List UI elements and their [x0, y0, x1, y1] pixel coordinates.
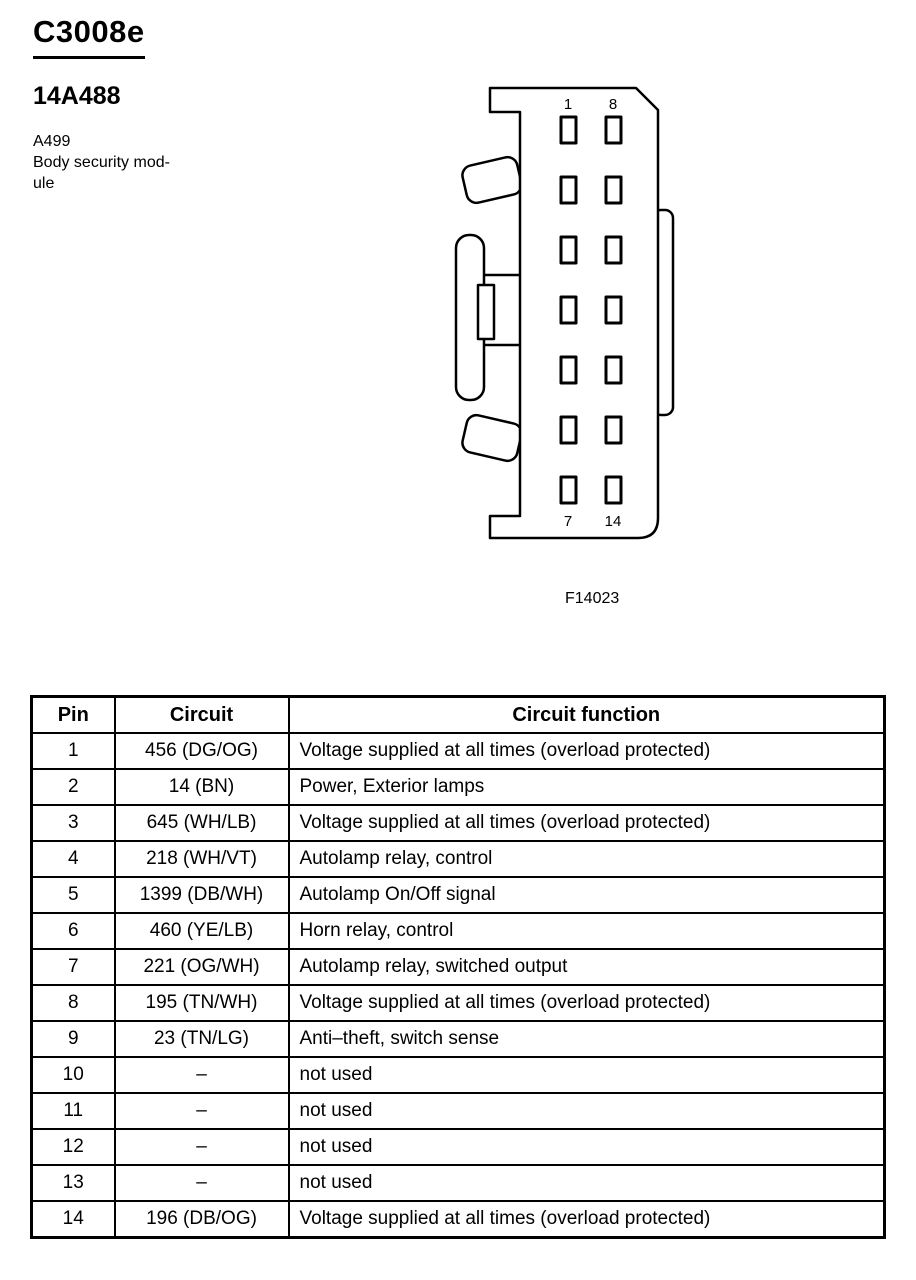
component-name-line2: ule — [33, 175, 55, 192]
table-row: 12–not used — [30, 1128, 886, 1166]
pin-label-8: 8 — [609, 96, 617, 113]
pin-cell: 9 — [30, 1020, 116, 1058]
circuit-cell: 23 (TN/LG) — [113, 1020, 290, 1058]
connector-lower-fin — [461, 413, 523, 463]
circuit-function-cell: Autolamp relay, control — [287, 840, 886, 878]
pin-cell: 11 — [30, 1092, 116, 1130]
circuit-cell: 218 (WH/VT) — [113, 840, 290, 878]
table-row: 13–not used — [30, 1164, 886, 1202]
pin-cell: 2 — [30, 768, 116, 806]
circuit-function-cell: Autolamp relay, switched output — [287, 948, 886, 986]
figure-label: F14023 — [565, 590, 620, 607]
connector-latch-tip — [476, 283, 496, 341]
table-row: 11–not used — [30, 1092, 886, 1130]
circuit-function-cell: Power, Exterior lamps — [287, 768, 886, 806]
circuit-function-cell: Anti–theft, switch sense — [287, 1020, 886, 1058]
circuit-function-cell: Voltage supplied at all times (overload … — [287, 984, 886, 1022]
pin-slot — [604, 475, 623, 505]
pin-cell: 12 — [30, 1128, 116, 1166]
circuit-function-cell: not used — [287, 1056, 886, 1094]
pin-slot — [559, 475, 578, 505]
pin-cell: 7 — [30, 948, 116, 986]
component-label: A499 Body security mod- ule — [33, 131, 170, 194]
pin-cell: 13 — [30, 1164, 116, 1202]
table-header-row: Pin Circuit Circuit function — [30, 695, 886, 734]
pin-slot — [559, 415, 578, 445]
pin-slot — [604, 115, 623, 145]
circuit-cell: – — [113, 1164, 290, 1202]
circuit-function-cell: Voltage supplied at all times (overload … — [287, 804, 886, 842]
pin-label-7: 7 — [564, 513, 572, 530]
pin-slot — [604, 235, 623, 265]
component-id: A499 — [33, 133, 71, 150]
pin-slot — [559, 235, 578, 265]
circuit-cell: 195 (TN/WH) — [113, 984, 290, 1022]
pin-cell: 8 — [30, 984, 116, 1022]
pin-cell: 14 — [30, 1200, 116, 1239]
pin-cell: 5 — [30, 876, 116, 914]
circuit-function-column-header: Circuit function — [287, 695, 886, 734]
page-title: C3008e — [33, 14, 145, 59]
part-number: 14A488 — [33, 82, 121, 110]
pin-slot — [604, 355, 623, 385]
component-name-line1: Body security mod- — [33, 154, 170, 171]
circuit-function-cell: not used — [287, 1092, 886, 1130]
pin-slot — [604, 295, 623, 325]
circuit-cell: – — [113, 1092, 290, 1130]
pin-column-header: Pin — [30, 695, 116, 734]
circuit-column-header: Circuit — [113, 695, 290, 734]
pin-label-1: 1 — [564, 96, 572, 113]
pin-slots — [559, 115, 623, 505]
pin-cell: 3 — [30, 804, 116, 842]
circuit-function-cell: Voltage supplied at all times (overload … — [287, 732, 886, 770]
circuit-cell: 460 (YE/LB) — [113, 912, 290, 950]
pin-slot — [559, 115, 578, 145]
circuit-cell: 645 (WH/LB) — [113, 804, 290, 842]
circuit-function-cell: not used — [287, 1164, 886, 1202]
pin-label-14: 14 — [605, 513, 622, 530]
pin-slot — [559, 175, 578, 205]
circuit-cell: 456 (DG/OG) — [113, 732, 290, 770]
circuit-cell: 1399 (DB/WH) — [113, 876, 290, 914]
pin-slot — [604, 175, 623, 205]
pin-slot — [559, 355, 578, 385]
table-row: 10–not used — [30, 1056, 886, 1094]
circuit-cell: 196 (DB/OG) — [113, 1200, 290, 1239]
circuit-cell: – — [113, 1056, 290, 1094]
circuit-function-cell: Autolamp On/Off signal — [287, 876, 886, 914]
pin-cell: 10 — [30, 1056, 116, 1094]
connector-diagram: 1 8 7 14 — [454, 86, 675, 540]
pin-cell: 4 — [30, 840, 116, 878]
circuit-cell: 14 (BN) — [113, 768, 290, 806]
circuit-cell: – — [113, 1128, 290, 1166]
circuit-function-cell: not used — [287, 1128, 886, 1166]
pin-slot — [604, 415, 623, 445]
pin-slot — [559, 295, 578, 325]
circuit-cell: 221 (OG/WH) — [113, 948, 290, 986]
pin-cell: 6 — [30, 912, 116, 950]
circuit-function-cell: Voltage supplied at all times (overload … — [287, 1200, 886, 1239]
connector-upper-fin — [461, 155, 523, 205]
circuit-function-cell: Horn relay, control — [287, 912, 886, 950]
pin-cell: 1 — [30, 732, 116, 770]
